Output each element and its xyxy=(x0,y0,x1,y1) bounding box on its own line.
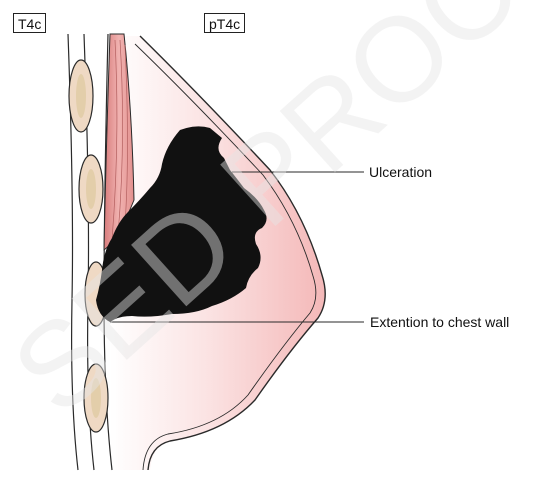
rib-node xyxy=(84,364,108,432)
callout-chest-wall: Extention to chest wall xyxy=(370,314,509,330)
rib-node xyxy=(69,60,93,132)
callout-ulceration: Ulceration xyxy=(369,164,432,180)
rib-node xyxy=(79,155,103,223)
stage-label-t4c: T4c xyxy=(13,13,46,33)
stage-label-pt4c: pT4c xyxy=(204,13,245,33)
